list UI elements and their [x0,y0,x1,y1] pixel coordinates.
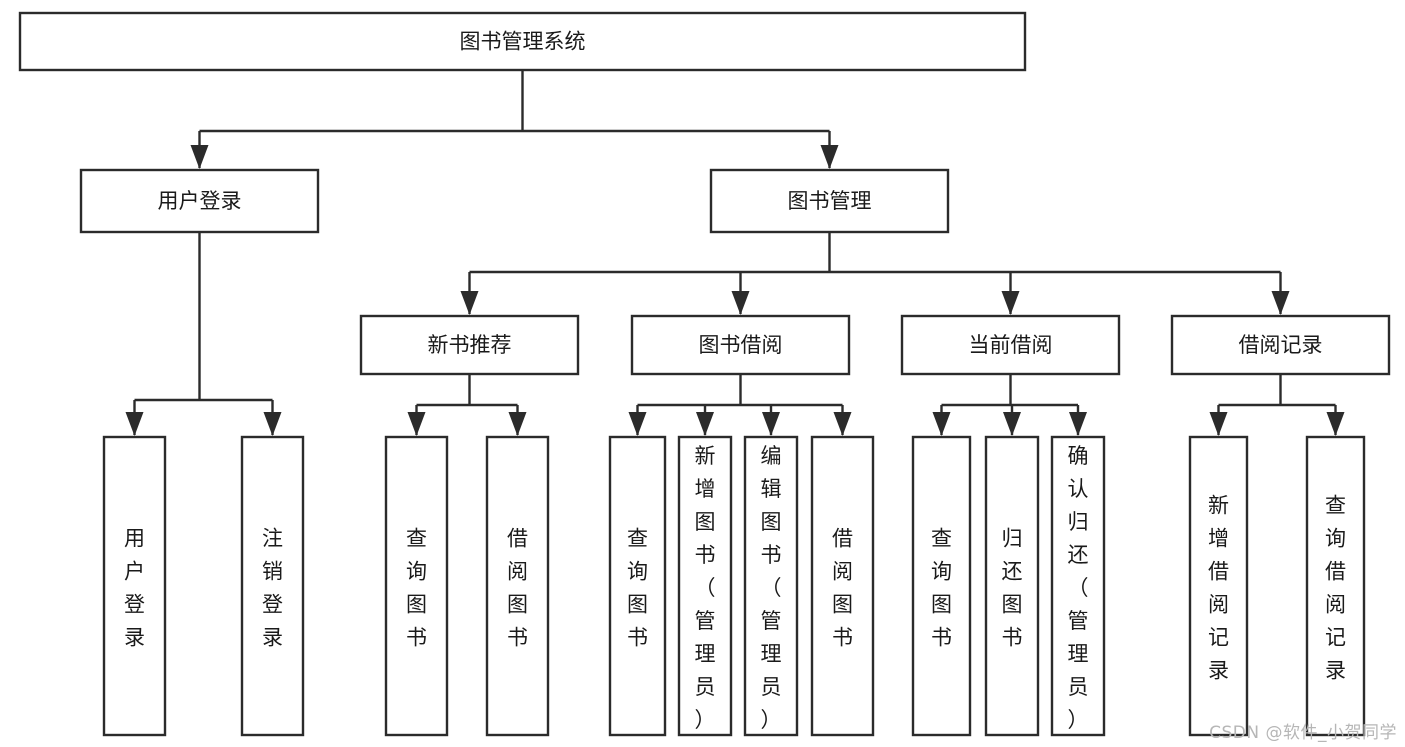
node-book-borrow[interactable]: 图书借阅 [630,314,851,376]
node-user-login-box[interactable] [79,168,320,234]
node-user-login[interactable]: 用户登录 [79,168,320,234]
leaf-node-leaf-confirm-return[interactable]: 确认归还（管理员） [1050,435,1106,737]
leaf-node-leaf-add-record-box[interactable] [1188,435,1249,737]
node-current-borrow-box[interactable] [900,314,1121,376]
leaf-node-leaf-query-book-2[interactable]: 查询图书 [608,435,667,737]
leaf-node-leaf-borrow-book-1-box[interactable] [485,435,550,737]
conn-root-arrow-0 [190,145,209,169]
leaf-node-leaf-return-book-label: 归还图书 [1002,527,1023,650]
leaf-node-leaf-logout[interactable]: 注销登录 [240,435,305,737]
leaf-node-leaf-query-book-1-label: 查询图书 [406,527,427,650]
leaf-node-leaf-query-book-1-box[interactable] [384,435,449,737]
conn-book-borrow-arrow-1 [696,412,714,436]
leaf-node-leaf-query-book-2-label: 查询图书 [627,527,648,650]
conn-root-arrow-1 [820,145,839,169]
leaf-node-leaf-borrow-book-2-box[interactable] [810,435,875,737]
leaf-node-leaf-borrow-book-1[interactable]: 借阅图书 [485,435,550,737]
leaf-node-leaf-query-record[interactable]: 查询借阅记录 [1305,435,1366,737]
conn-current-borrow-arrow-0 [932,412,951,436]
node-book-borrow-box[interactable] [630,314,851,376]
leaf-node-leaf-query-book-1[interactable]: 查询图书 [384,435,449,737]
leaf-node-leaf-return-book-box[interactable] [984,435,1040,737]
leaf-node-leaf-confirm-return-box[interactable] [1050,435,1106,737]
leaf-node-leaf-query-book-3-label: 查询图书 [931,527,952,650]
leaf-node-leaf-borrow-book-2-label: 借阅图书 [832,527,853,650]
node-book-management-label: 图书管理 [788,189,872,213]
node-new-book-recommend[interactable]: 新书推荐 [359,314,580,376]
node-borrow-record-label: 借阅记录 [1239,333,1323,357]
leaf-node-leaf-logout-label: 注销登录 [262,527,283,650]
node-current-borrow[interactable]: 当前借阅 [900,314,1121,376]
leaf-node-leaf-borrow-book-2[interactable]: 借阅图书 [810,435,875,737]
node-new-book-recommend-box[interactable] [359,314,580,376]
nodes-layer: 图书管理系统用户登录图书管理新书推荐图书借阅当前借阅借阅记录用户登录注销登录查询… [18,11,1391,737]
node-borrow-record[interactable]: 借阅记录 [1170,314,1391,376]
leaf-node-leaf-confirm-return-label: 确认归还（管理员） [1068,444,1089,732]
conn-new-book-recommend-arrow-0 [407,412,426,436]
connectors-layer [125,70,1345,436]
node-book-management[interactable]: 图书管理 [709,168,950,234]
leaf-node-leaf-query-record-box[interactable] [1305,435,1366,737]
leaf-node-leaf-borrow-book-1-label: 借阅图书 [507,527,528,650]
leaf-node-leaf-user-login[interactable]: 用户登录 [102,435,167,737]
leaf-node-leaf-query-record-label: 查询借阅记录 [1325,494,1346,683]
conn-bookmgmt-arrow-1 [731,291,750,315]
node-book-management-box[interactable] [709,168,950,234]
node-new-book-recommend-label: 新书推荐 [428,333,512,357]
node-root[interactable]: 图书管理系统 [18,11,1027,72]
node-user-login-label: 用户登录 [158,189,242,213]
conn-borrow-record-arrow-1 [1326,412,1345,436]
conn-book-borrow-arrow-0 [628,412,647,436]
node-current-borrow-label: 当前借阅 [969,333,1053,357]
node-root-label: 图书管理系统 [460,30,586,54]
conn-userlogin-arrow-1 [263,412,282,436]
leaf-node-leaf-return-book[interactable]: 归还图书 [984,435,1040,737]
leaf-node-leaf-add-record-label: 新增借阅记录 [1208,494,1229,683]
leaf-node-leaf-add-book[interactable]: 新增图书（管理员） [677,435,733,737]
leaf-node-leaf-query-book-3-box[interactable] [911,435,972,737]
conn-new-book-recommend-arrow-1 [508,412,527,436]
conn-userlogin-arrow-0 [125,412,144,436]
conn-book-borrow-arrow-2 [762,412,780,436]
conn-current-borrow-arrow-2 [1069,412,1087,436]
leaf-node-leaf-user-login-label: 用户登录 [124,527,145,650]
conn-current-borrow-arrow-1 [1003,412,1021,436]
conn-borrow-record-arrow-0 [1209,412,1228,436]
csdn-watermark: CSDN @软件_小贺同学 [1209,723,1397,743]
conn-bookmgmt-arrow-2 [1001,291,1020,315]
leaf-node-leaf-query-book-2-box[interactable] [608,435,667,737]
leaf-node-leaf-add-book-label: 新增图书（管理员） [695,444,716,732]
node-root-box[interactable] [18,11,1027,72]
leaf-node-leaf-add-record[interactable]: 新增借阅记录 [1188,435,1249,737]
leaf-node-leaf-edit-book-label: 编辑图书（管理员） [761,444,782,732]
leaf-node-leaf-user-login-box[interactable] [102,435,167,737]
node-book-borrow-label: 图书借阅 [699,333,783,357]
leaf-node-leaf-logout-box[interactable] [240,435,305,737]
conn-bookmgmt-arrow-0 [460,291,479,315]
leaf-node-leaf-query-book-3[interactable]: 查询图书 [911,435,972,737]
leaf-node-leaf-edit-book[interactable]: 编辑图书（管理员） [743,435,799,737]
node-borrow-record-box[interactable] [1170,314,1391,376]
leaf-node-leaf-edit-book-box[interactable] [743,435,799,737]
conn-bookmgmt-arrow-3 [1271,291,1290,315]
conn-book-borrow-arrow-3 [833,412,852,436]
leaf-node-leaf-add-book-box[interactable] [677,435,733,737]
